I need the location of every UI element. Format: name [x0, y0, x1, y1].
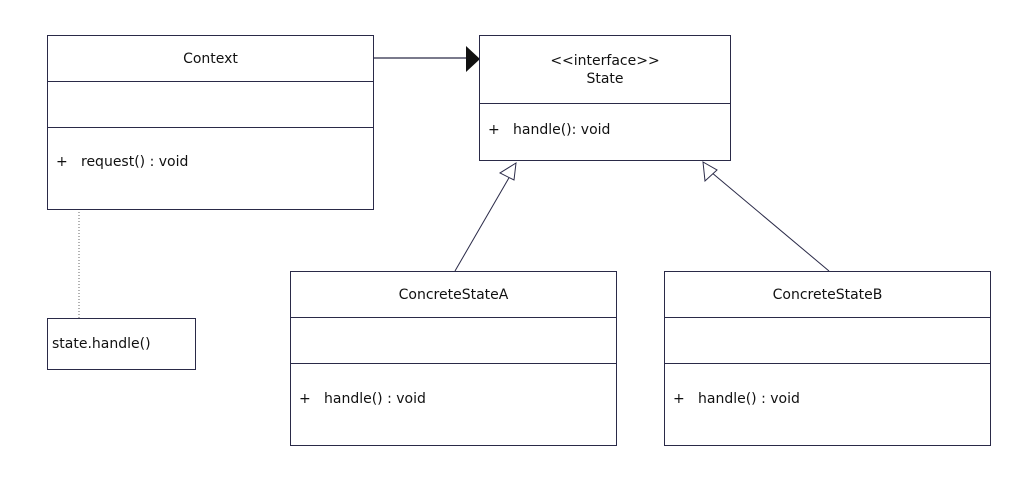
concrete-state-a-class[interactable]: ConcreteStateA + handle() : void [290, 271, 617, 446]
association-arrowhead [466, 46, 480, 72]
note-text: state.handle() [52, 336, 151, 352]
generalization-arrowhead-a [498, 162, 517, 181]
concrete-state-b-class[interactable]: ConcreteStateB + handle() : void [664, 271, 991, 446]
generalization-line-a [454, 175, 511, 272]
context-class-name: Context [183, 50, 238, 67]
concrete-state-a-name-compartment: ConcreteStateA [291, 272, 616, 318]
context-class[interactable]: Context + request() : void [47, 35, 374, 210]
note-box[interactable]: state.handle() [47, 318, 196, 370]
state-stereotype: <<interface>> [550, 52, 660, 69]
concrete-state-a-name: ConcreteStateA [398, 286, 509, 303]
operation-signature: handle() : void [324, 391, 426, 407]
state-interface-operations: + handle(): void [480, 104, 730, 160]
state-interface[interactable]: <<interface>> State + handle(): void [479, 35, 731, 161]
visibility-marker: + [56, 154, 68, 170]
concrete-state-b-name: ConcreteStateB [772, 286, 883, 303]
operation-signature: handle(): void [513, 122, 611, 138]
concrete-state-b-attributes [665, 318, 990, 364]
concrete-state-b-operations: + handle() : void [665, 364, 990, 445]
context-class-attributes [48, 82, 373, 128]
context-class-operations: + request() : void [48, 128, 373, 209]
state-operation: + handle(): void [488, 122, 610, 138]
operation-signature: request() : void [81, 154, 189, 170]
context-class-name-compartment: Context [48, 36, 373, 82]
visibility-marker: + [673, 391, 685, 407]
concrete-state-a-attributes [291, 318, 616, 364]
concrete-state-a-operations: + handle() : void [291, 364, 616, 445]
state-interface-name-compartment: <<interface>> State [480, 36, 730, 104]
visibility-marker: + [299, 391, 311, 407]
state-interface-name: State [586, 70, 624, 87]
generalization-arrowhead-b [702, 161, 718, 183]
operation-signature: handle() : void [698, 391, 800, 407]
concrete-state-b-operation: + handle() : void [673, 391, 800, 407]
generalization-line-b [710, 171, 830, 272]
concrete-state-a-operation: + handle() : void [299, 391, 426, 407]
context-operation: + request() : void [56, 154, 188, 170]
visibility-marker: + [488, 122, 500, 138]
concrete-state-b-name-compartment: ConcreteStateB [665, 272, 990, 318]
